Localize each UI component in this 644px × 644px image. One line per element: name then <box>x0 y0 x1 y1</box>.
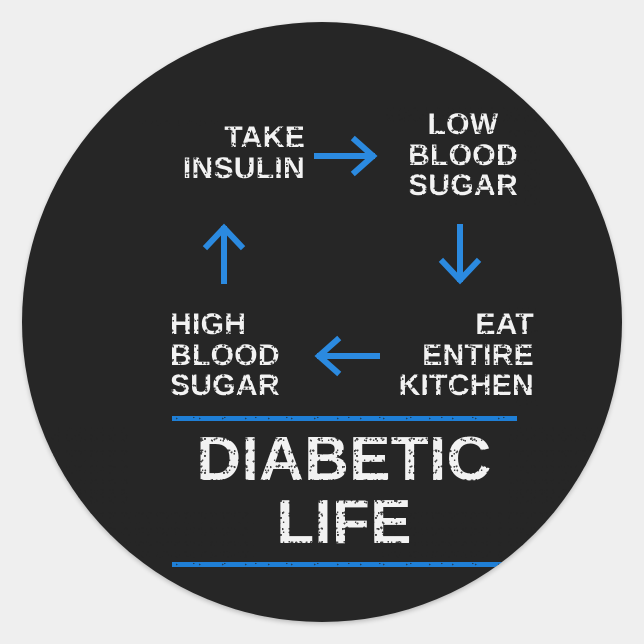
title-rule-bottom <box>171 561 517 567</box>
cycle-node-eat-entire-kitchen-line-3: KITCHEN <box>398 369 534 403</box>
cycle-node-eat-entire-kitchen-line-1: EAT <box>475 308 534 341</box>
title-block: DIABETIC LIFE <box>22 416 622 567</box>
cycle-node-take-insulin: TAKE INSULIN <box>138 118 309 189</box>
title-rule-top <box>171 416 517 421</box>
cycle-node-eat-entire-kitchen-line-2: ENTIRE <box>422 338 534 372</box>
cycle-node-low-blood-sugar-line-3: SUGAR <box>408 169 518 203</box>
cycle-node-take-insulin-line-1: TAKE <box>224 121 305 154</box>
cycle-node-high-blood-sugar-line-2: BLOOD <box>170 338 280 372</box>
round-sticker-body: TAKE INSULIN LOW BLOOD SUGAR HIGH BLOOD … <box>22 22 622 622</box>
cycle-node-low-blood-sugar-line-2: BLOOD <box>408 138 518 172</box>
title-line-life: LIFE <box>22 487 622 558</box>
title-line-diabetic: DIABETIC <box>22 426 622 494</box>
arrow-up-icon <box>198 222 250 289</box>
arrow-left-icon <box>312 334 380 383</box>
arrow-right-icon <box>314 134 380 183</box>
cycle-node-low-blood-sugar: LOW BLOOD SUGAR <box>386 106 540 206</box>
arrow-down-icon <box>434 224 486 291</box>
cycle-node-low-blood-sugar-line-1: LOW <box>427 108 499 141</box>
cycle-node-high-blood-sugar-line-3: SUGAR <box>170 369 280 403</box>
cycle-node-take-insulin-line-2: INSULIN <box>182 151 305 185</box>
cycle-node-eat-entire-kitchen: EAT ENTIRE KITCHEN <box>378 306 538 406</box>
cycle-node-high-blood-sugar-line-1: HIGH <box>170 308 247 341</box>
cycle-node-high-blood-sugar: HIGH BLOOD SUGAR <box>166 306 314 406</box>
